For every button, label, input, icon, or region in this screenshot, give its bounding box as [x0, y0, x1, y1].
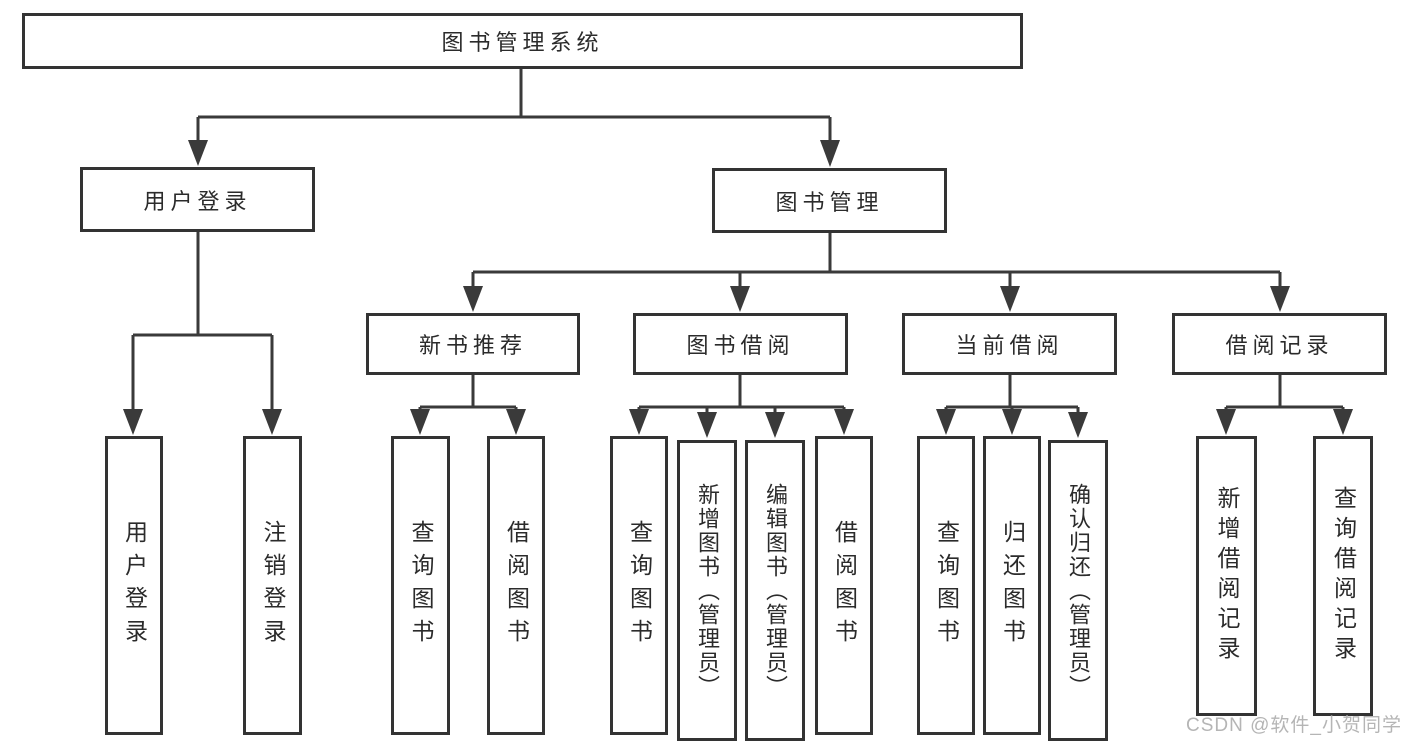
leaf-user-login: 用户登录	[105, 436, 163, 735]
node-book-borrow: 图书借阅	[633, 313, 848, 375]
leaf-query-book-recommend: 查询图书	[391, 436, 450, 735]
leaf-confirm-return-admin: 确认归还（管理员）	[1048, 440, 1108, 741]
node-current-borrow: 当前借阅	[902, 313, 1117, 375]
leaf-query-book-borrow: 查询图书	[610, 436, 668, 735]
leaf-query-borrow-record: 查询借阅记录	[1313, 436, 1373, 716]
node-book-management: 图书管理	[712, 168, 947, 233]
leaf-logout: 注销登录	[243, 436, 302, 735]
leaf-add-borrow-record: 新增借阅记录	[1196, 436, 1257, 716]
leaf-query-book-current: 查询图书	[917, 436, 975, 735]
leaf-add-book-admin: 新增图书（管理员）	[677, 440, 737, 741]
leaf-borrow-book: 借阅图书	[815, 436, 873, 735]
leaf-return-book: 归还图书	[983, 436, 1041, 735]
node-borrow-records: 借阅记录	[1172, 313, 1387, 375]
leaf-borrow-book-recommend: 借阅图书	[487, 436, 545, 735]
csdn-watermark: CSDN @软件_小贺同学	[1186, 715, 1402, 736]
node-root: 图书管理系统	[22, 13, 1023, 69]
node-new-book-recommend: 新书推荐	[366, 313, 580, 375]
leaf-edit-book-admin: 编辑图书（管理员）	[745, 440, 805, 741]
node-user-login: 用户登录	[80, 167, 315, 232]
